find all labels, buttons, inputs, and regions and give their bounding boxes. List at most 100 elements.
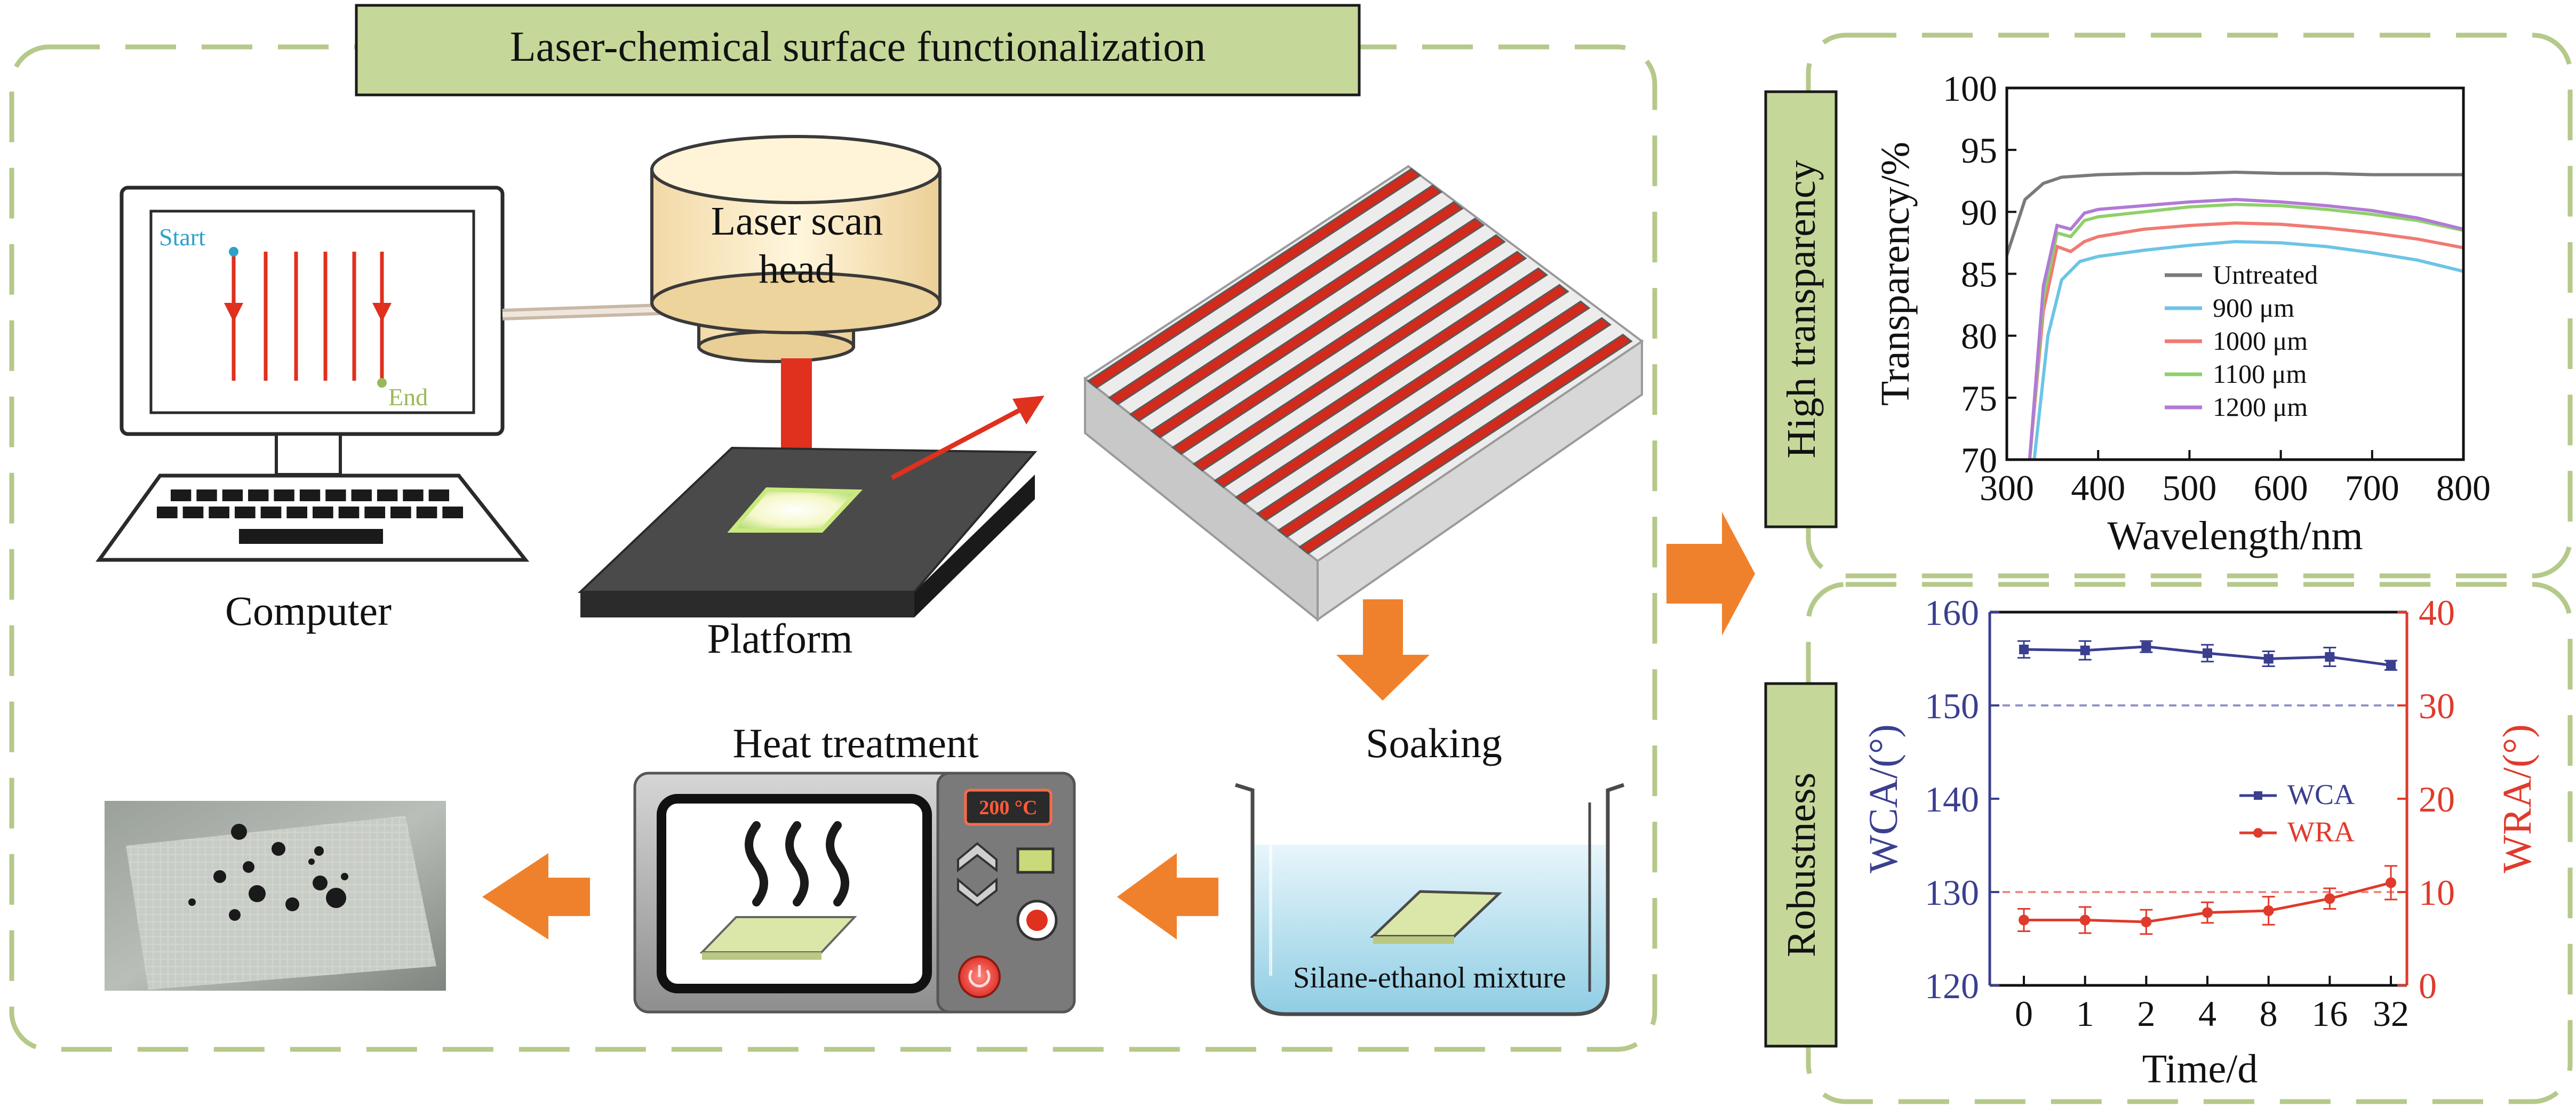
y-right-tick-label: 0 [2419,966,2437,1006]
keyboard-key [428,489,449,501]
x-tick-label: 600 [2254,468,2308,508]
mixture-label: Silane-ethanol mixture [1293,961,1566,994]
y-tick-label: 75 [1961,378,1997,419]
y-left-tick-label: 140 [1925,779,1979,820]
scan-path [232,252,384,381]
series-line [2028,198,2464,460]
laser-scan-head: Laser scan head [650,135,942,363]
robustness-box [1764,682,1838,1048]
title-box [355,4,1361,97]
droplet [341,873,348,880]
data-point [2203,648,2212,658]
y-right-axis-label: WRA/(°) [2495,724,2540,873]
droplet [231,824,247,840]
screen [149,210,475,414]
data-point [2263,905,2274,916]
right-arrow-icon [1666,512,1755,636]
data-point [2079,914,2091,926]
droplet [243,861,254,873]
keyboard-key [274,489,294,501]
keyboard-key [313,507,333,518]
legend-entry: 1100 μm [2213,359,2307,389]
y-tick-label: 100 [1943,68,1997,109]
temp-label: 200 °C [979,797,1037,819]
heat-waves-icon [745,821,849,906]
output-arrow [890,396,1044,480]
start-point [229,247,238,256]
left-arrow-icon [482,853,590,940]
laser-head-label-line2: head [759,247,835,292]
keyboard-key [338,507,360,518]
spacebar [239,529,383,544]
y-left-tick-label: 160 [1925,592,1979,633]
x-tick-label: 32 [2373,993,2409,1034]
keyboard-key [442,507,463,518]
legend-marker [2253,828,2263,838]
sample-photo [105,801,446,991]
data-point [2386,877,2396,888]
end-point [377,378,387,388]
up-button-icon [957,842,998,873]
keyboard-key [248,489,269,501]
grooved-sample [1083,165,1644,622]
laser-groove [1214,267,1549,488]
data-point [2386,660,2396,670]
series-line [2005,170,2463,256]
laser-groove [1129,200,1464,422]
droplet [314,846,324,856]
x-tick-label: 700 [2345,468,2399,508]
y-right-tick-label: 30 [2419,686,2455,726]
keyboard-key [325,489,346,501]
y-tick-label: 80 [1961,316,1997,357]
x-tick-label: 800 [2436,468,2491,508]
laser-groove [1256,300,1591,521]
x-tick-label: 0 [2015,993,2033,1034]
down-button-icon [957,877,998,907]
x-tick-label: 8 [2260,993,2278,1034]
droplet [188,898,196,906]
beaker: Silane-ethanol mixture [1234,783,1625,1016]
keyboard-key [209,507,229,518]
computer-label: Computer [225,588,392,634]
platform-label: Platform [707,615,853,662]
x-tick-label: 4 [2198,993,2216,1034]
keyboard-key [364,507,385,518]
down-arrow-icon [224,303,243,322]
legend-entry: 1200 μm [2213,392,2308,422]
end-label: End [388,383,428,411]
legend-entry: WRA [2287,816,2355,848]
y-right-tick-label: 10 [2419,872,2455,913]
laser-groove [1171,234,1506,455]
laser-groove [1234,284,1569,505]
droplet [229,909,241,921]
keyboard-key [171,489,192,501]
x-axis-label: Time/d [2142,1047,2258,1091]
y-tick-label: 90 [1961,192,1997,232]
down-arrow-icon [1336,599,1430,701]
laser-groove [1108,184,1443,406]
keyboard-key [299,489,321,501]
data-point [2019,645,2029,654]
x-tick-label: 2 [2137,993,2155,1034]
keyboard-keys [157,489,463,518]
laser-groove [1150,218,1485,439]
laser-groove [1087,167,1422,389]
monitor-neck [275,432,342,476]
y-tick-label: 70 [1961,440,1997,480]
heat-treatment-label: Heat treatment [732,720,979,766]
laser-groove [1298,333,1633,555]
y-tick-label: 85 [1961,254,1997,295]
x-tick-label: 16 [2311,993,2348,1034]
data-point [2080,645,2090,655]
y-right-tick-label: 40 [2419,592,2455,633]
keyboard-key [182,507,204,518]
panel-title: Laser-chemical surface functionalization [510,23,1206,70]
y-right-tick-label: 20 [2419,779,2455,820]
x-tick-label: 400 [2071,468,2125,508]
droplet [285,897,299,911]
droplet [313,876,328,890]
platform: Platform [577,446,1038,662]
keyboard-key [235,507,256,518]
droplet [213,870,226,883]
droplet [308,858,315,865]
